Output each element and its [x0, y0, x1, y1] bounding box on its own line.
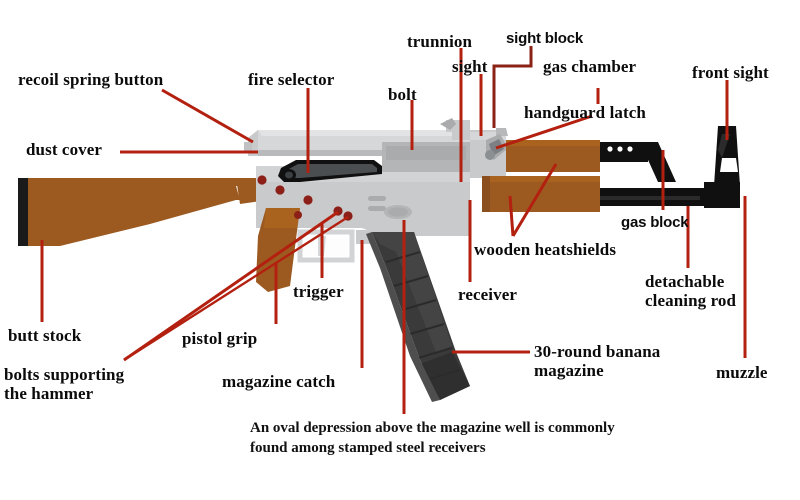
label-handguard-latch: handguard latch [524, 103, 646, 122]
label-butt-stock: butt stock [8, 326, 82, 345]
label-banana-magazine: 30-round banana magazine [534, 342, 661, 381]
leader-bolts-hammer-2 [123, 215, 349, 362]
leader-sight-block [492, 46, 533, 128]
label-bolt: bolt [388, 85, 417, 104]
receiver-details-shape [368, 196, 412, 219]
receiver-rivets [257, 175, 353, 221]
label-front-sight: front sight [692, 63, 769, 82]
leader-recoil-spring-button [161, 88, 254, 144]
bolt-carrier-shape [382, 142, 470, 172]
leader-lines [40, 46, 747, 414]
label-recoil-spring-button: recoil spring button [18, 70, 164, 89]
barrel-assembly-shape [600, 126, 740, 208]
leader-handguard-latch [495, 114, 593, 150]
leader-heatshield-lower [508, 195, 515, 237]
label-fire-selector: fire selector [248, 70, 335, 89]
label-wooden-heatshields: wooden heatshields [474, 240, 617, 259]
trigger-guard-shape [297, 229, 355, 263]
label-gas-chamber: gas chamber [543, 57, 637, 76]
label-receiver: receiver [458, 285, 517, 304]
label-sight-block: sight block [506, 30, 583, 47]
label-magazine-catch: magazine catch [222, 372, 336, 391]
label-dust-cover: dust cover [26, 140, 103, 159]
label-gas-block: gas block [621, 214, 689, 231]
recoil-spring-button-shape [244, 142, 252, 152]
label-pistol-grip: pistol grip [182, 329, 258, 348]
label-bolts-supporting-the-hammer: bolts supporting the hammer [4, 365, 125, 404]
label-sight: sight [452, 57, 488, 76]
label-detachable-cleaning-rod: detachable cleaning rod [645, 272, 737, 311]
leader-heatshield-upper [511, 163, 558, 237]
diagram-caption: An oval depression above the magazine we… [250, 420, 615, 456]
label-muzzle: muzzle [716, 363, 768, 382]
label-trigger: trigger [293, 282, 344, 301]
leader-bolts-hammer [123, 210, 339, 362]
label-trunnion: trunnion [407, 32, 473, 51]
pistol-grip-shape [256, 208, 300, 292]
